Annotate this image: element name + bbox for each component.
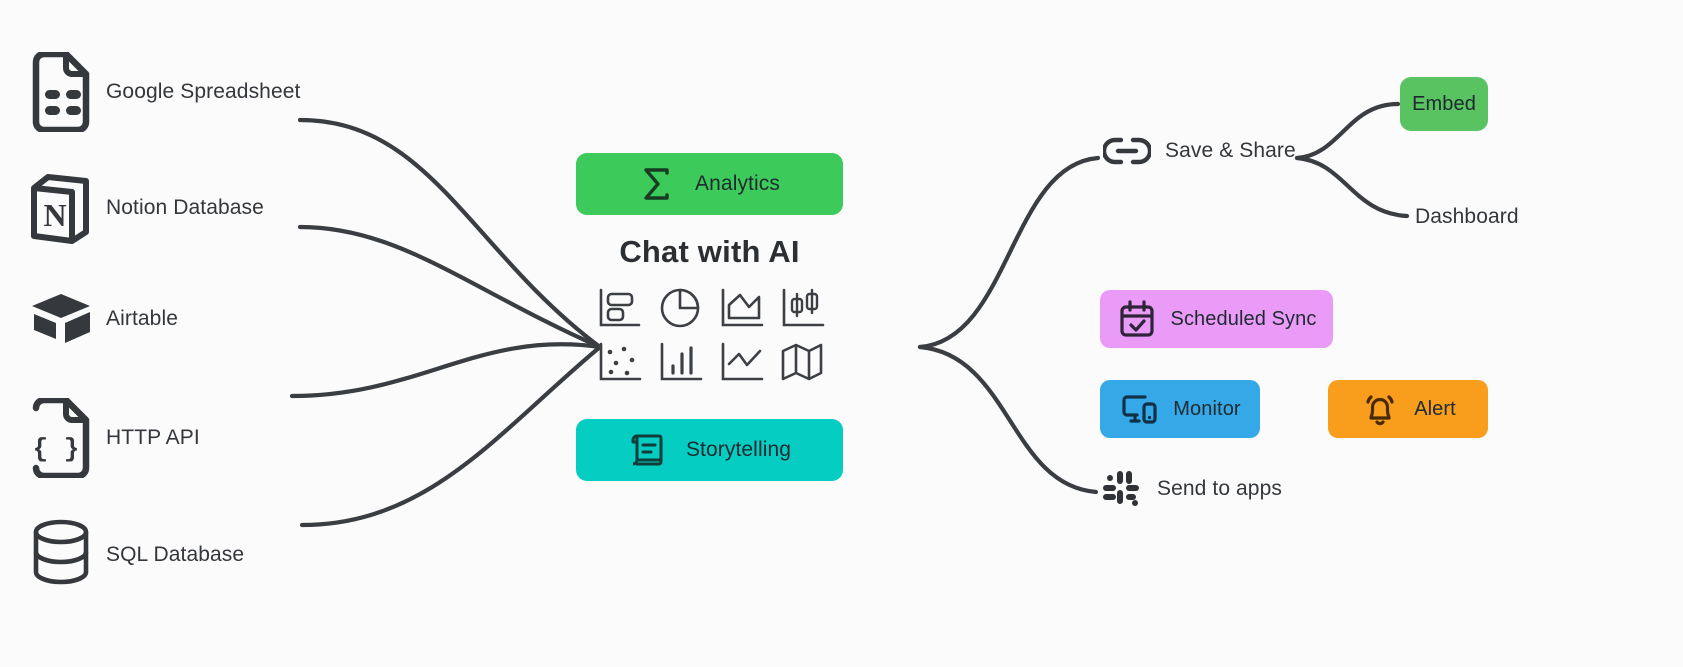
sigma-icon [644, 168, 669, 200]
http-api-braces-icon: { } [33, 398, 90, 478]
alert-label: Alert [1414, 397, 1456, 420]
monitor-device-icon [1122, 395, 1157, 424]
line-chart-icon[interactable] [716, 340, 766, 384]
source-node-sql-database[interactable]: SQL Database [30, 518, 244, 592]
edge-notion-to-hub [297, 224, 603, 350]
horizontal-bar-chart-icon[interactable] [594, 286, 644, 330]
embed-label: Embed [1412, 92, 1476, 115]
analytics-pill[interactable]: Analytics [576, 153, 843, 215]
bell-ringing-icon [1366, 395, 1394, 426]
edge-hub-to-saveshare [917, 155, 1101, 350]
save-share-label: Save & Share [1165, 139, 1296, 162]
source-label: SQL Database [106, 543, 245, 566]
output-node-dashboard[interactable]: Dashboard [1415, 205, 1519, 229]
dashboard-label: Dashboard [1415, 205, 1519, 228]
storytelling-label: Storytelling [685, 438, 792, 461]
scheduled-sync-pill[interactable]: Scheduled Sync [1100, 290, 1333, 348]
analytics-label: Analytics [695, 172, 780, 195]
edge-saveshare-to-dashboard [1294, 155, 1410, 219]
storytelling-pill[interactable]: Storytelling [576, 419, 843, 481]
candlestick-chart-icon[interactable] [777, 286, 827, 330]
pie-chart-icon[interactable] [655, 286, 705, 330]
google-spreadsheet-icon [32, 52, 90, 132]
source-label: Notion Database [106, 196, 264, 219]
chart-icon-grid [588, 286, 833, 384]
source-label: Airtable [106, 307, 179, 330]
send-to-apps-label: Send to apps [1157, 477, 1282, 500]
edge-http-to-hub [289, 342, 603, 399]
slack-icon [1103, 471, 1139, 506]
link-chain-icon [1103, 137, 1151, 165]
source-node-google-spreadsheet[interactable]: Google Spreadsheet [30, 52, 300, 132]
column-chart-icon[interactable] [655, 340, 705, 384]
scroll-document-icon [631, 434, 663, 466]
source-node-airtable[interactable]: Airtable [30, 290, 178, 348]
source-label: HTTP API [106, 426, 200, 449]
source-label: Google Spreadsheet [106, 80, 301, 103]
edge-sql-to-hub [299, 344, 603, 528]
svg-text:{ }: { } [33, 434, 80, 464]
area-chart-icon[interactable] [716, 286, 766, 330]
scatter-plot-icon[interactable] [594, 340, 644, 384]
notion-icon: N [31, 174, 89, 244]
hub-title: Chat with AI [619, 234, 800, 269]
output-node-send-to-apps[interactable]: Send to apps [1099, 467, 1282, 511]
output-node-save-share[interactable]: Save & Share [1103, 134, 1296, 168]
edge-hub-to-sendapps [917, 344, 1099, 495]
source-node-http-api[interactable]: { } HTTP API [30, 398, 200, 478]
embed-pill[interactable]: Embed [1400, 77, 1488, 131]
svg-text:N: N [43, 197, 66, 233]
monitor-pill[interactable]: Monitor [1100, 380, 1260, 438]
airtable-icon [32, 294, 90, 343]
calendar-check-icon [1119, 300, 1154, 337]
map-chart-icon[interactable] [777, 340, 827, 384]
scheduled-sync-label: Scheduled Sync [1170, 307, 1317, 330]
source-node-notion-database[interactable]: N Notion Database [30, 172, 264, 244]
edge-saveshare-to-embed [1294, 101, 1401, 161]
monitor-label: Monitor [1173, 397, 1241, 420]
edge-gsheet-to-hub [297, 117, 603, 350]
alert-pill[interactable]: Alert [1328, 380, 1488, 438]
database-cylinder-icon [33, 519, 89, 585]
